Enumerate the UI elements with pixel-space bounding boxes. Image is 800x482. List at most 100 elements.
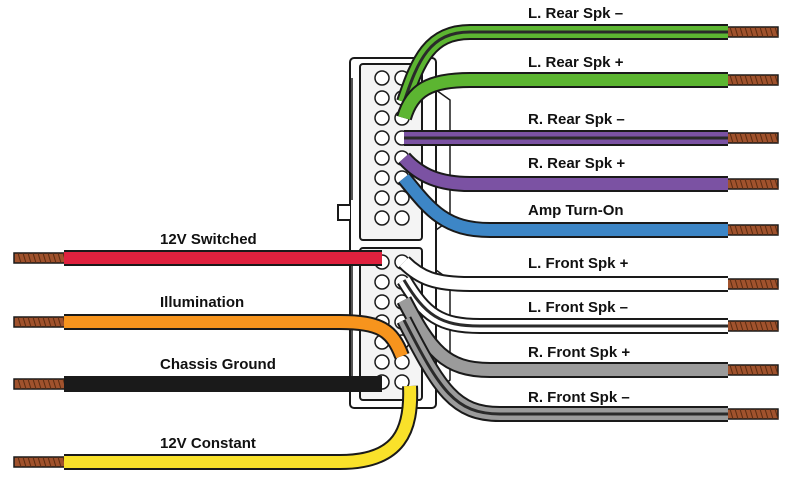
copper-strand: [764, 26, 769, 38]
copper-strand: [739, 132, 744, 144]
wire-label-illumination: Illumination: [160, 294, 244, 311]
copper-strand: [774, 364, 779, 376]
copper-strand: [47, 456, 52, 468]
copper-strand: [739, 320, 744, 332]
copper-strand: [759, 74, 764, 86]
wire-r-rear-neg: [404, 130, 779, 146]
copper-strand: [17, 316, 22, 328]
wire-insulation: [399, 257, 728, 290]
wire-stripe: [402, 30, 728, 103]
wire-label-r-rear-neg: R. Rear Spk –: [528, 111, 625, 128]
copper-strand: [17, 378, 22, 390]
copper-strand: [744, 74, 749, 86]
wire-amp-turn-on: [397, 172, 779, 238]
copper-strand: [42, 252, 47, 264]
wire-insulation: [399, 174, 728, 236]
wire-12v-switched: [13, 250, 382, 266]
copper-strand: [42, 378, 47, 390]
copper-strand: [32, 378, 37, 390]
wire-label-12v-constant: 12V Constant: [160, 435, 256, 452]
copper-strand: [774, 278, 779, 290]
copper-strand: [774, 320, 779, 332]
wire-label-r-front-pos: R. Front Spk +: [528, 344, 630, 361]
copper-strand: [769, 224, 774, 236]
copper-strand: [37, 378, 42, 390]
copper-strand: [744, 364, 749, 376]
wire-label-l-rear-neg: L. Rear Spk –: [528, 5, 623, 22]
copper-strand: [729, 26, 734, 38]
copper-strand: [744, 26, 749, 38]
copper-strand: [759, 408, 764, 420]
wire-12v-constant: [13, 385, 419, 470]
copper-strand: [739, 278, 744, 290]
wire-label-chassis-ground: Chassis Ground: [160, 356, 276, 373]
copper-strand: [769, 320, 774, 332]
copper-strand: [37, 456, 42, 468]
copper-strand: [754, 224, 759, 236]
copper-strand: [764, 74, 769, 86]
connector-pin-hole: [394, 374, 410, 390]
copper-strand: [734, 320, 739, 332]
copper-strand: [749, 224, 754, 236]
connector-pin-hole: [374, 274, 390, 290]
connector-pin-hole: [374, 210, 390, 226]
copper-strand: [774, 178, 779, 190]
copper-strand: [27, 378, 32, 390]
wire-label-l-front-neg: L. Front Spk –: [528, 299, 628, 316]
wire-label-12v-switched: 12V Switched: [160, 231, 257, 248]
copper-strand: [764, 224, 769, 236]
copper-strand: [57, 456, 62, 468]
wire-r-front-neg: [396, 316, 779, 422]
connector-pin-hole: [394, 210, 410, 226]
copper-strand: [47, 316, 52, 328]
copper-strand: [17, 252, 22, 264]
copper-strand: [729, 408, 734, 420]
connector-pin-hole: [374, 70, 390, 86]
connector-latch: [337, 204, 350, 221]
copper-strand: [22, 378, 27, 390]
wire-insulation: [64, 385, 417, 468]
wire-r-rear-pos: [398, 152, 779, 192]
wires: [13, 24, 779, 470]
copper-strand: [774, 132, 779, 144]
copper-strand: [764, 132, 769, 144]
copper-strand: [739, 224, 744, 236]
copper-strand: [734, 74, 739, 86]
copper-strand: [729, 320, 734, 332]
copper-strand: [57, 316, 62, 328]
copper-strand: [749, 364, 754, 376]
copper-strand: [734, 278, 739, 290]
wire-chassis-ground: [13, 376, 382, 392]
copper-strand: [744, 132, 749, 144]
copper-strand: [52, 378, 57, 390]
copper-strand: [32, 456, 37, 468]
copper-strand: [744, 320, 749, 332]
copper-strand: [769, 408, 774, 420]
copper-strand: [729, 224, 734, 236]
copper-strand: [27, 252, 32, 264]
connector-pin-hole: [374, 354, 390, 370]
copper-strand: [739, 408, 744, 420]
copper-strand: [52, 456, 57, 468]
copper-strand: [27, 456, 32, 468]
copper-strand: [734, 26, 739, 38]
connector-pin-hole: [374, 150, 390, 166]
wire-stripe: [402, 319, 728, 416]
wire-insulation: [64, 316, 408, 359]
copper-strand: [739, 26, 744, 38]
copper-strand: [769, 278, 774, 290]
copper-strand: [57, 378, 62, 390]
copper-strand: [754, 278, 759, 290]
copper-strand: [754, 26, 759, 38]
copper-strand: [52, 252, 57, 264]
copper-strand: [764, 278, 769, 290]
copper-strand: [754, 320, 759, 332]
copper-strand: [729, 74, 734, 86]
copper-strand: [759, 224, 764, 236]
copper-strand: [744, 278, 749, 290]
wire-l-rear-pos: [396, 72, 779, 121]
copper-strand: [47, 252, 52, 264]
copper-strand: [739, 74, 744, 86]
wire-labels: L. Rear Spk –L. Rear Spk +R. Rear Spk –R…: [160, 5, 630, 452]
connector-pin-hole: [374, 294, 390, 310]
